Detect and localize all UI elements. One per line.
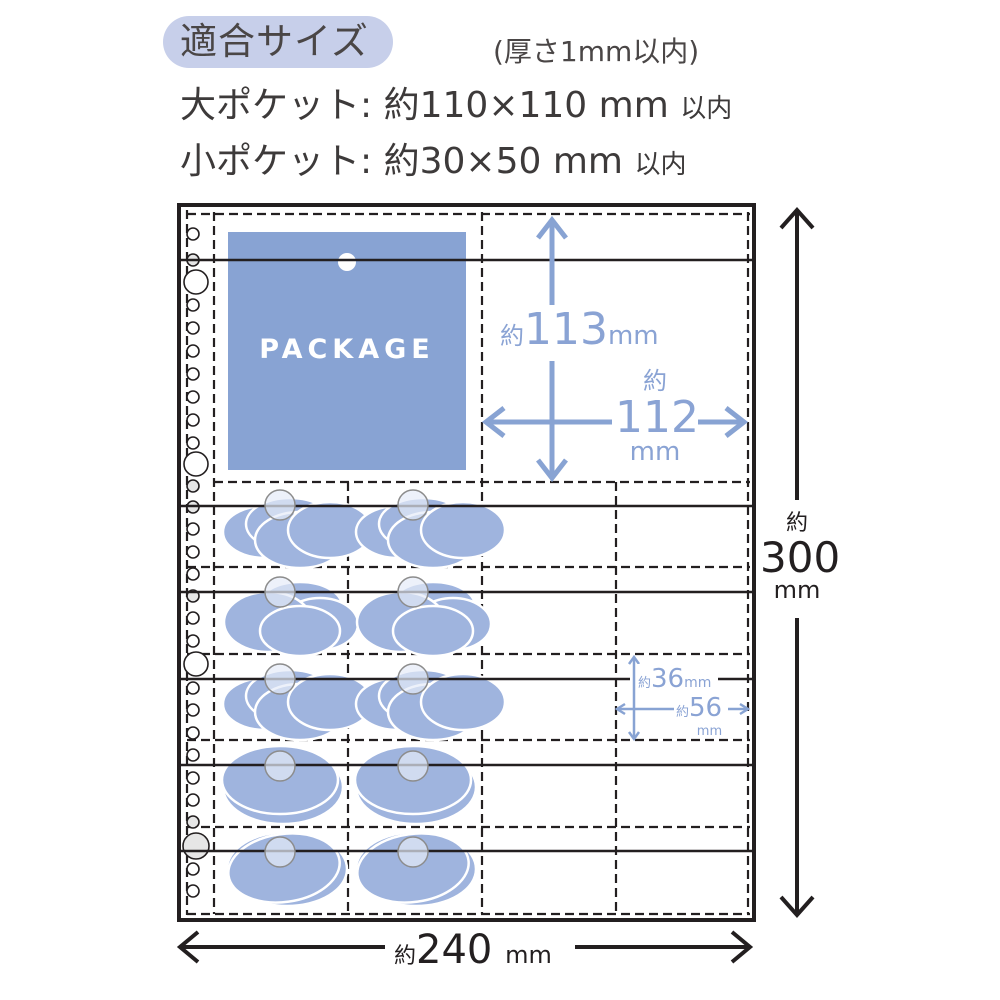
small-pocket-width-label: 約56 mm	[676, 693, 723, 739]
small-pocket-dimension-arrows	[614, 654, 751, 742]
small-pocket-height-label: 約36mm	[636, 664, 714, 699]
sheet-height-arrow	[779, 206, 815, 919]
spec-size: 110×110	[419, 85, 588, 126]
package-card	[228, 232, 466, 470]
binding-holes	[182, 227, 210, 898]
package-hanging-hole	[338, 253, 356, 271]
large-pocket-height-label: 約113mm	[496, 305, 663, 361]
item-hanging-holes	[264, 489, 429, 868]
package-label: PACKAGE	[259, 334, 435, 365]
sheet-height-label: 約 300 mm	[760, 510, 841, 604]
spec-label: 大ポケット	[180, 85, 361, 126]
small-pocket-spec: 小ポケット: 約30×50 mm 以内	[180, 141, 687, 182]
spec-label: 小ポケット	[180, 141, 361, 182]
large-pocket-spec: 大ポケット: 約110×110 mm 以内	[180, 85, 733, 126]
spec-size: 30×50	[419, 141, 542, 182]
fit-size-badge	[163, 16, 393, 68]
thickness-note: (厚さ1mm以内)	[493, 35, 700, 68]
sheet-width-label: 約240 mm	[386, 926, 560, 981]
fit-size-label: 適合サイズ	[180, 20, 369, 63]
sheet-width-arrow	[176, 930, 754, 964]
large-pocket-width-label: 約 112 mm	[615, 366, 699, 467]
